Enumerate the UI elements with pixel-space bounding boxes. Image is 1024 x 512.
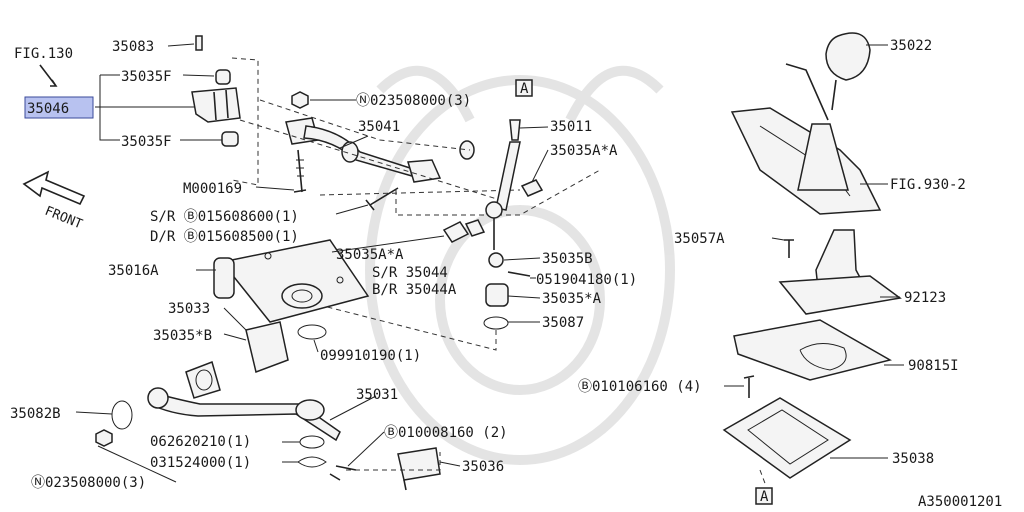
bolt-010106160 <box>743 375 755 398</box>
label-ref-a-bottom: A <box>760 489 769 505</box>
label-062620210: 062620210(1) <box>150 434 251 450</box>
label-92123: 92123 <box>904 290 946 306</box>
label-35041: 35041 <box>358 119 400 135</box>
label-nut-top: Ⓝ023508000(3) <box>356 93 471 109</box>
label-35035-a: 35035*A <box>542 291 602 307</box>
ref-box-a-top <box>515 79 533 97</box>
bushing-35035-a <box>485 283 509 307</box>
bushing-35035a-a-mid <box>442 221 470 243</box>
bolt-010008160 <box>329 465 357 481</box>
label-35022: 35022 <box>890 38 932 54</box>
label-35035a-a-mid: 35035A*A <box>336 247 404 263</box>
ref-box-a-bottom <box>755 487 773 505</box>
ball-35035b <box>488 252 504 268</box>
label-051904180: 051904180(1) <box>536 272 637 288</box>
clip-031524000 <box>297 456 327 468</box>
label-35035f-bottom: 35035F <box>121 134 172 150</box>
label-m000169: M000169 <box>183 181 242 197</box>
label-35011: 35011 <box>550 119 592 135</box>
label-bolt-010106160: Ⓑ010106160 (4) <box>578 379 702 395</box>
gasket-099910190 <box>297 324 327 340</box>
lever-35011 <box>509 119 521 141</box>
drawing-id: A350001201 <box>918 494 1002 510</box>
label-br-35044a: B/R 35044A <box>372 282 457 298</box>
base-35038 <box>722 397 852 479</box>
label-35033: 35033 <box>168 301 210 317</box>
bushing-35035-b <box>185 361 221 399</box>
label-sr-35044: S/R 35044 <box>372 265 448 281</box>
rod-35031 <box>149 391 341 442</box>
label-031524000: 031524000(1) <box>150 455 251 471</box>
label-35036: 35036 <box>462 459 504 475</box>
bolt-m000169 <box>293 149 307 193</box>
washer-35082b <box>111 400 133 430</box>
label-sr-bolt: S/R Ⓑ015608600(1) <box>150 209 299 225</box>
label-ref-a-top: A <box>520 81 529 97</box>
label-fig130: FIG.130 <box>14 46 73 62</box>
label-90815i: 90815I <box>908 358 959 374</box>
label-35035a-a-right: 35035A*A <box>550 143 618 159</box>
bushing-35035f-top <box>215 69 231 85</box>
arrow-fig130 <box>39 64 58 87</box>
bracket-35036 <box>397 447 441 481</box>
label-35038: 35038 <box>892 451 934 467</box>
joint-35033 <box>245 321 289 374</box>
label-nut-bottom: Ⓝ023508000(3) <box>31 475 146 491</box>
ring-35087 <box>483 316 509 330</box>
label-dr-bolt: D/R Ⓑ015608500(1) <box>150 229 299 245</box>
label-35016a: 35016A <box>108 263 159 279</box>
label-35035b: 35035B <box>542 251 593 267</box>
front-arrow <box>22 170 86 206</box>
housing-35016a <box>220 239 370 323</box>
label-fig930: FIG.930-2 <box>890 177 966 193</box>
label-35035f-top: 35035F <box>121 69 172 85</box>
nut-bottom <box>95 429 113 447</box>
ring-062620210 <box>299 435 325 449</box>
leader-lines <box>39 43 904 483</box>
label-099910190: 099910190(1) <box>320 348 421 364</box>
label-bolt-010008160: Ⓑ010008160 (2) <box>384 425 508 441</box>
nut-top <box>291 91 309 109</box>
label-front: FRONT <box>43 204 85 233</box>
label-35046: 35046 <box>27 101 69 117</box>
screw-35057a <box>784 239 794 258</box>
label-35083: 35083 <box>112 39 154 55</box>
label-35057a: 35057A <box>674 231 725 247</box>
label-35035-b: 35035*B <box>153 328 212 344</box>
bushing-35035a-a-right <box>520 179 544 197</box>
boot <box>797 123 849 191</box>
label-35087: 35087 <box>542 315 584 331</box>
label-35082b: 35082B <box>10 406 61 422</box>
label-35031: 35031 <box>356 387 398 403</box>
bolt-sr-dr <box>365 187 399 211</box>
pad-90815i <box>733 319 892 381</box>
highlight-35046 <box>24 96 94 119</box>
bushing-rod-end <box>459 140 475 160</box>
pin-35083 <box>195 35 203 51</box>
knob-35022 <box>825 32 871 81</box>
bushing-35035f-bottom <box>221 131 239 147</box>
